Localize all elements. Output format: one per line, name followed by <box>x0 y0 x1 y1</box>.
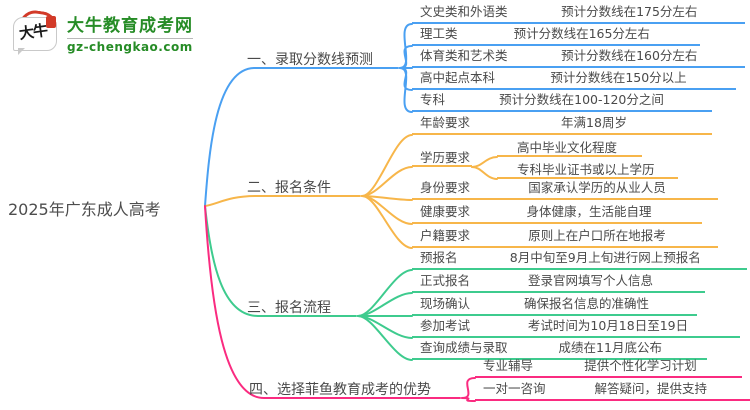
logo-text-block: 大牛教育成考网 gz-chengkao.com <box>67 11 193 54</box>
mindmap-edge <box>204 67 399 207</box>
child-row: 身份要求 国家承认学历的从业人员 <box>412 180 718 200</box>
root-node: 2025年广东成人高考 <box>8 200 161 219</box>
child-row: 查询成绩与录取 成绩在11月底公布 <box>412 340 707 360</box>
child-node-label: 一对一咨询 <box>483 381 546 396</box>
child-node-value: 预计分数线在100-120分之间 <box>499 92 664 107</box>
branch-label: 三、报名流程 <box>247 300 331 316</box>
child-row: 正式报名 登录官网填写个人信息 <box>412 273 705 293</box>
child-node-value: 成绩在11月底公布 <box>558 340 662 355</box>
child-node-value: 预计分数线在150分以上 <box>550 70 687 85</box>
child-node-value: 高中毕业文化程度 <box>497 137 642 157</box>
child-row: 理工类 预计分数线在165分左右 <box>412 26 700 46</box>
child-row: 健康要求 身体健康，生活能自理 <box>412 204 702 224</box>
logo-title: 大牛教育成考网 <box>67 15 193 36</box>
child-row: 体育类和艺术类 预计分数线在160分左右 <box>412 48 745 68</box>
mindmap-edge <box>361 195 413 249</box>
mindmap-edge <box>471 166 498 180</box>
child-node-value: 确保报名信息的准确性 <box>524 296 650 311</box>
child-node-value: 原则上在户口所在地报考 <box>528 228 666 243</box>
child-node-label: 体育类和艺术类 <box>420 48 508 63</box>
child-node-label: 专业辅导 <box>483 358 534 373</box>
mindmap-edge <box>399 67 413 113</box>
child-node-value: 年满18周岁 <box>561 115 627 130</box>
branch-label: 二、报名条件 <box>247 180 331 196</box>
child-node-value: 预计分数线在160分左右 <box>561 48 698 63</box>
logo-seal-icon <box>46 16 56 28</box>
child-node-value: 身体健康，生活能自理 <box>526 204 652 219</box>
child-node-value: 预计分数线在165分左右 <box>513 26 650 41</box>
logo-badge-text: 大牛 <box>17 21 49 43</box>
mindmap-edge <box>204 205 357 317</box>
child-node-label: 预报名 <box>420 250 458 265</box>
logo-domain: gz-chengkao.com <box>67 37 193 54</box>
mindmap-edge <box>357 315 413 361</box>
child-node-label: 高中起点本科 <box>420 70 496 85</box>
child-row: 预报名 8月中旬至9月上旬进行网上预报名 <box>412 250 747 270</box>
child-node-label: 正式报名 <box>420 273 471 288</box>
child-node-value: 国家承认学历的从业人员 <box>528 180 666 195</box>
speech-bubble-tail <box>18 48 25 55</box>
child-row: 专业辅导 提供个性化学习计划 <box>475 358 742 378</box>
branch-label: 一、录取分数线预测 <box>247 52 373 68</box>
mindmap-edge <box>471 156 498 168</box>
child-node-label: 查询成绩与录取 <box>420 340 508 355</box>
child-row: 文史类和外语类 预计分数线在175分左右 <box>412 4 745 24</box>
child-node-label: 学历要求 <box>412 147 472 167</box>
child-node-value: 登录官网填写个人信息 <box>528 273 654 288</box>
mindmap-edge <box>461 377 476 399</box>
child-row: 参加考试 考试时间为10月18日至19日 <box>412 318 740 338</box>
child-row: 高中起点本科 预计分数线在150分以上 <box>412 70 736 90</box>
child-node-label: 户籍要求 <box>420 228 471 243</box>
mindmap-edge <box>204 195 361 207</box>
child-node-label: 现场确认 <box>420 296 471 311</box>
child-node-label: 专科 <box>420 92 446 107</box>
branch-label: 四、选择菲鱼教育成考的优势 <box>249 382 431 398</box>
child-row: 年龄要求 年满18周岁 <box>412 115 712 135</box>
child-node-value: 预计分数线在175分左右 <box>561 4 698 19</box>
child-node-label: 健康要求 <box>420 204 471 219</box>
child-row: 专科 预计分数线在100-120分之间 <box>412 92 712 112</box>
child-node-value: 专科毕业证书或以上学历 <box>497 159 678 179</box>
child-node-label: 文史类和外语类 <box>420 4 508 19</box>
child-node-label: 参加考试 <box>420 318 471 333</box>
site-logo: 大牛 大牛教育成考网 gz-chengkao.com <box>12 8 193 55</box>
mindmap-edge <box>204 205 461 399</box>
child-row: 现场确认 确保报名信息的准确性 <box>412 296 697 316</box>
mindmap-edge <box>361 134 413 197</box>
child-node-label: 年龄要求 <box>420 115 471 130</box>
logo-bubble-icon: 大牛 <box>12 8 60 55</box>
child-node-value: 8月中旬至9月上旬进行网上预报名 <box>509 250 701 265</box>
child-node-value: 提供个性化学习计划 <box>584 358 697 373</box>
mindmap-edge <box>461 397 476 402</box>
child-node-label: 理工类 <box>420 26 458 41</box>
child-node-value: 考试时间为10月18日至19日 <box>527 318 689 333</box>
child-node-label: 身份要求 <box>420 180 471 195</box>
child-node-value: 解答疑问，提供支持 <box>594 381 708 396</box>
child-row: 户籍要求 原则上在户口所在地报考 <box>412 228 718 248</box>
child-row: 一对一咨询 解答疑问，提供支持 <box>475 381 750 401</box>
mindmap-edge <box>357 269 413 317</box>
